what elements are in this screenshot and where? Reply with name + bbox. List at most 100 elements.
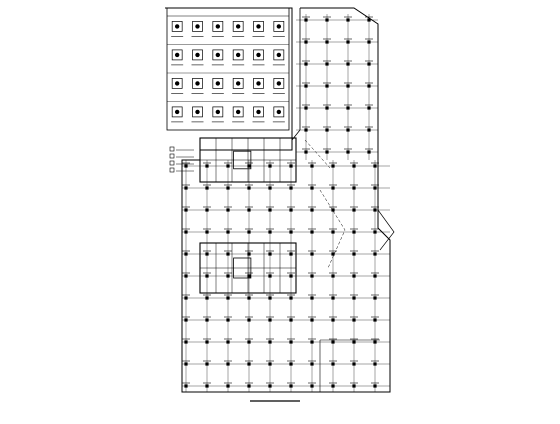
column-marker [352, 340, 356, 344]
column-marker [331, 296, 335, 300]
column-marker [346, 84, 350, 88]
column-marker [325, 18, 329, 22]
column-marker [268, 296, 272, 300]
column-grid [182, 14, 390, 392]
column-marker [289, 318, 293, 322]
column-marker [367, 40, 371, 44]
core-shaft [233, 150, 252, 170]
column-marker [352, 230, 356, 234]
column-marker [352, 208, 356, 212]
column-marker [226, 362, 230, 366]
column-marker [331, 164, 335, 168]
column-marker [352, 384, 356, 388]
column-marker [184, 384, 188, 388]
detail-symbol [212, 49, 224, 61]
column-marker [268, 274, 272, 278]
column-marker [268, 230, 272, 234]
column-marker [247, 274, 251, 278]
detail-symbol-dot [276, 109, 282, 115]
column-markers [182, 16, 379, 388]
column-marker [310, 186, 314, 190]
column-marker [226, 274, 230, 278]
column-marker [352, 252, 356, 256]
column-marker [352, 164, 356, 168]
column-marker [310, 164, 314, 168]
column-marker [310, 384, 314, 388]
detail-table [166, 7, 290, 131]
column-marker [325, 106, 329, 110]
column-marker [226, 208, 230, 212]
column-marker [247, 362, 251, 366]
detail-symbol-dot [174, 52, 180, 58]
column-marker [373, 208, 377, 212]
column-marker [373, 384, 377, 388]
column-marker [289, 362, 293, 366]
column-marker [331, 186, 335, 190]
detail-symbol-dot [256, 24, 261, 29]
building-outline [165, 7, 391, 393]
detail-symbol-dot [195, 109, 200, 115]
column-marker [352, 274, 356, 278]
column-marker [346, 150, 350, 154]
column-marker [331, 252, 335, 256]
column-marker [205, 340, 209, 344]
column-marker [304, 40, 308, 44]
column-marker [346, 106, 350, 110]
plan-outline [165, 7, 395, 393]
column-marker [184, 362, 188, 366]
detail-symbol [273, 78, 285, 89]
detail-symbol-dot [235, 109, 241, 115]
column-marker [310, 340, 314, 344]
column-marker [352, 362, 356, 366]
column-marker [184, 186, 188, 190]
detail-symbol-dot [235, 24, 241, 29]
detail-symbol-dot [215, 81, 221, 86]
column-marker [184, 230, 188, 234]
column-marker [373, 186, 377, 190]
column-marker [268, 252, 272, 256]
detail-symbol [192, 49, 203, 61]
detail-symbol-dot [256, 109, 261, 115]
column-marker [304, 62, 308, 66]
column-marker [367, 62, 371, 66]
column-marker [331, 362, 335, 366]
column-marker [268, 318, 272, 322]
detail-symbol [212, 21, 224, 32]
core-shaft [233, 257, 252, 279]
detail-symbol [192, 106, 203, 118]
column-marker [205, 296, 209, 300]
detail-symbol-dot [256, 81, 261, 86]
column-marker [325, 40, 329, 44]
column-marker [205, 252, 209, 256]
column-marker [373, 340, 377, 344]
column-marker [247, 230, 251, 234]
detail-symbol-dot [174, 24, 180, 29]
column-marker [289, 340, 293, 344]
column-marker [226, 296, 230, 300]
column-marker [205, 208, 209, 212]
detail-symbol [171, 21, 183, 32]
east-wedge [377, 209, 395, 251]
column-marker [289, 384, 293, 388]
column-marker [304, 84, 308, 88]
column-marker [310, 208, 314, 212]
detail-symbol [192, 78, 203, 89]
column-marker [352, 296, 356, 300]
detail-symbol [232, 106, 244, 118]
column-marker [226, 164, 230, 168]
column-marker [184, 252, 188, 256]
column-marker [352, 318, 356, 322]
detail-symbol [171, 106, 183, 118]
column-marker [346, 40, 350, 44]
column-marker [205, 384, 209, 388]
column-marker [331, 230, 335, 234]
detail-symbol [171, 78, 183, 89]
detail-symbol [253, 106, 264, 118]
outline-step [291, 8, 301, 141]
column-marker [331, 274, 335, 278]
column-marker [247, 340, 251, 344]
detail-symbol-dot [195, 52, 200, 58]
reference-dashed-line [304, 139, 331, 169]
